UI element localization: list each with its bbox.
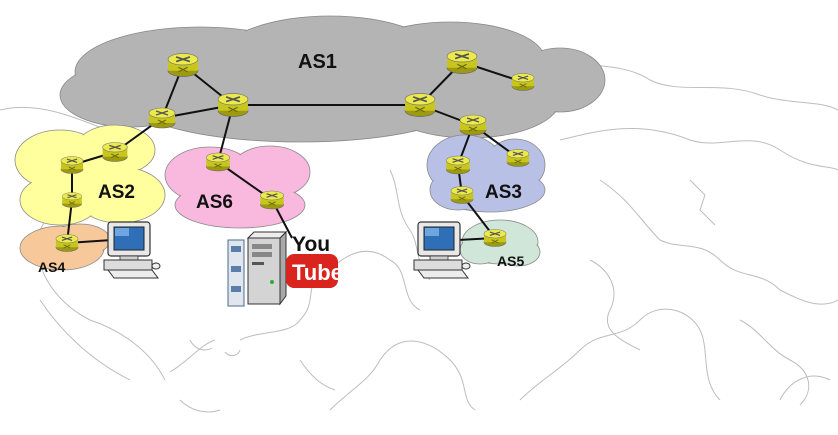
server-icon	[227, 230, 288, 307]
as1-cloud	[59, 15, 606, 143]
as-labels: AS1 AS2 AS3 AS4 AS5 AS6	[38, 51, 524, 275]
as5-label: AS5	[497, 253, 524, 269]
as2-cloud	[14, 124, 166, 226]
router-icon	[60, 155, 84, 175]
router-icon	[205, 152, 231, 172]
router-icon	[459, 114, 487, 136]
router-icon	[506, 148, 530, 168]
pc-icon	[413, 221, 471, 279]
router-icon	[167, 52, 199, 78]
as3-label: AS3	[485, 182, 522, 203]
router-icon	[61, 191, 83, 209]
youtube-logo-tube: Tube	[292, 260, 343, 285]
router-icon	[259, 190, 285, 210]
as4-label: AS4	[38, 259, 65, 275]
router-icon	[101, 141, 129, 163]
router-icon	[450, 185, 474, 205]
router-icon	[148, 107, 176, 129]
as2-label: AS2	[98, 182, 135, 203]
youtube-logo: You Tube	[286, 233, 343, 288]
router-icon	[511, 72, 535, 92]
as1-label: AS1	[298, 51, 337, 73]
router-icon	[446, 49, 478, 75]
as6-cloud	[164, 145, 311, 229]
router-icon	[55, 233, 79, 253]
pc-icon	[103, 221, 161, 279]
youtube-logo-box	[286, 254, 338, 288]
youtube-logo-you: You	[292, 233, 330, 256]
as6-label: AS6	[196, 192, 233, 213]
router-icon	[445, 155, 471, 175]
router-icon	[217, 92, 249, 118]
router-icon	[483, 228, 507, 248]
router-icon	[404, 92, 436, 118]
